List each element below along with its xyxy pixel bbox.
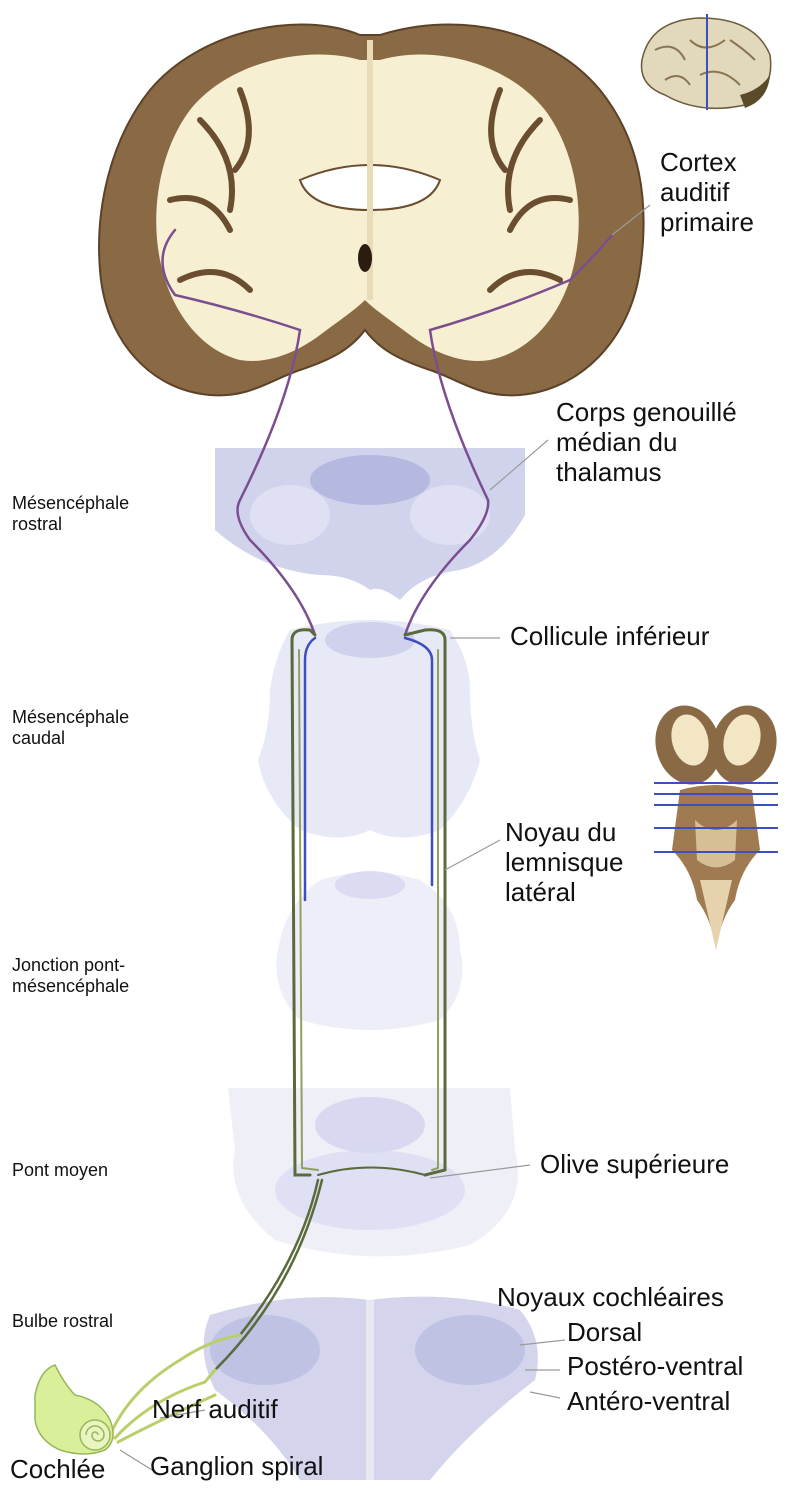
label-superior-olive: Olive supérieure [540,1150,729,1180]
level-label-mid-pons: Pont moyen [12,1160,108,1181]
brainstem-dorsal-icon [647,698,786,950]
label-inferior-colliculus: Collicule inférieur [510,622,709,652]
label-dorsal: Dorsal [567,1318,642,1348]
level-label-pons-midbrain-junction: Jonction pont-mésencéphale [12,955,129,996]
label-spiral-ganglion: Ganglion spiral [150,1452,323,1482]
brain-lateral-icon [641,14,770,110]
label-auditory-nerve: Nerf auditif [152,1395,278,1425]
rostral-midbrain-section [215,448,525,600]
level-label-rostral-medulla: Bulbe rostral [12,1311,113,1332]
label-cochlea: Cochlée [10,1455,105,1485]
brain-coronal-section [99,24,644,395]
label-cochlear-nuclei: Noyaux cochléaires [497,1283,724,1313]
label-posteroventral: Postéro-ventral [567,1352,743,1382]
cochlea-icon [35,1365,113,1454]
label-anteroventral: Antéro-ventral [567,1387,730,1417]
